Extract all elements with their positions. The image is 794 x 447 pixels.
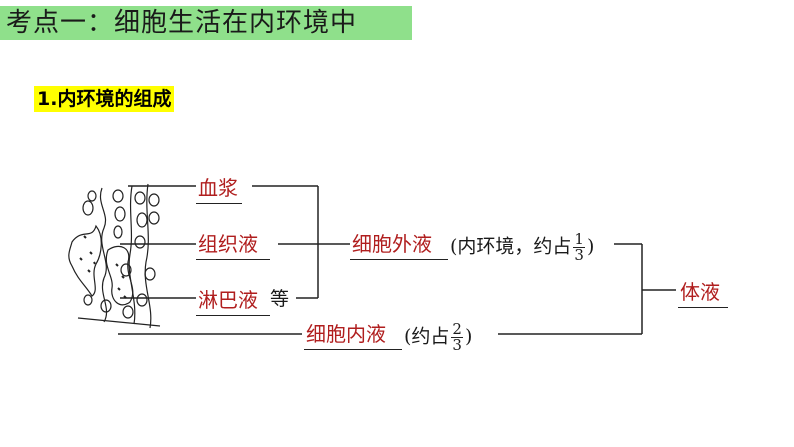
page-title: 考点一：细胞生活在内环境中: [6, 8, 358, 38]
term-body-fluid: 体液: [680, 280, 720, 304]
lymph-suffix: 等: [270, 288, 290, 310]
term-tissue-fluid: 组织液: [198, 232, 258, 256]
term-plasma: 血浆: [198, 176, 238, 200]
tissue-illustration-icon: [68, 183, 161, 329]
title-bar: 考点一：细胞生活在内环境中: [0, 6, 412, 40]
term-extracellular-fluid: 细胞外液: [352, 232, 432, 256]
term-lymph: 淋巴液: [198, 288, 258, 312]
term-intracellular-fluid: 细胞内液: [306, 322, 386, 346]
section-heading: 1.内环境的组成: [34, 86, 175, 112]
